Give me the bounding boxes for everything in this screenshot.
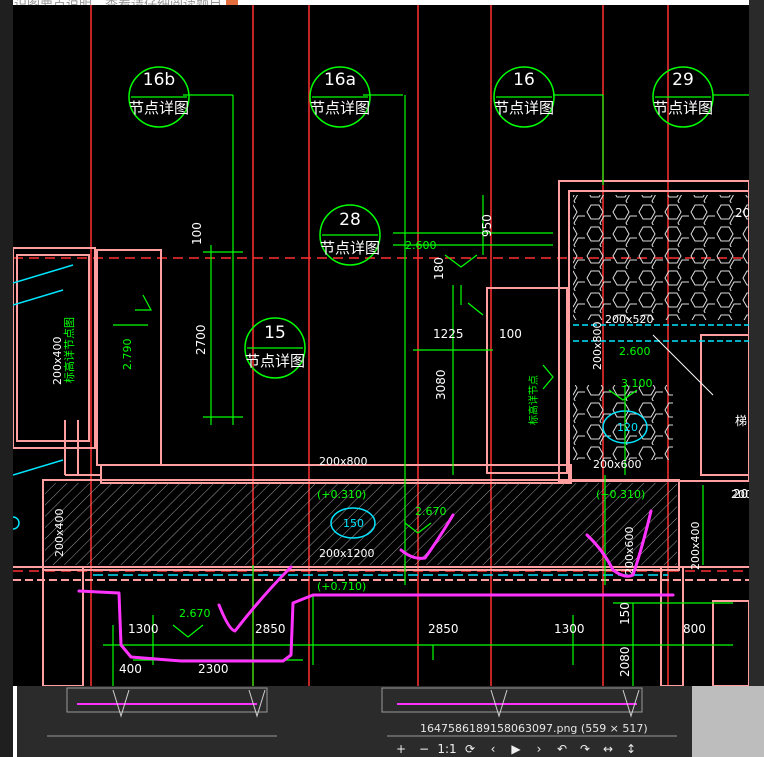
svg-text:(+0.710): (+0.710) — [317, 580, 366, 593]
svg-text:1300: 1300 — [554, 622, 585, 636]
svg-text:节点详图: 节点详图 — [245, 352, 305, 370]
cad-drawing-image[interactable]: 标高详节点图 标高详节点 16b 节点详图 16a 节点详图 — [13, 5, 749, 686]
svg-text:2.670: 2.670 — [179, 607, 211, 620]
svg-text:16a: 16a — [324, 70, 356, 90]
vertical-note-2: 标高详节点 — [527, 375, 540, 425]
svg-text:节点详图: 节点详图 — [320, 239, 380, 257]
svg-text:(+0.310): (+0.310) — [596, 488, 645, 501]
redo-button[interactable]: ↷ — [579, 741, 591, 756]
svg-text:200x520: 200x520 — [605, 313, 654, 326]
svg-text:梯: 梯 — [735, 414, 747, 428]
zoom-out-button[interactable]: − — [418, 741, 430, 756]
svg-text:节点详图: 节点详图 — [494, 99, 554, 117]
svg-text:2850: 2850 — [255, 622, 286, 636]
svg-text:2850: 2850 — [428, 622, 459, 636]
hex-fill-area-2 — [573, 385, 673, 460]
svg-text:2.670: 2.670 — [415, 505, 447, 518]
cad-drawing-svg: 标高详节点图 标高详节点 16b 节点详图 16a 节点详图 — [13, 5, 749, 686]
svg-text:28: 28 — [339, 210, 361, 230]
callout-16a: 16a 节点详图 — [309, 66, 371, 128]
image-filename: 1647586189158063097.png (559 × 517) — [420, 722, 648, 735]
elevation-labels: 2.600 2.790 3.100 (+0.310) (+0.310) (+0.… — [121, 239, 653, 620]
svg-text:400: 400 — [119, 662, 142, 676]
svg-text:节点详图: 节点详图 — [310, 99, 370, 117]
callout-29: 29 节点详图 — [652, 66, 714, 128]
svg-text:100: 100 — [499, 327, 522, 341]
prev-button[interactable]: ‹ — [490, 741, 496, 756]
svg-text:150: 150 — [343, 517, 364, 530]
diagonal-line — [652, 334, 714, 396]
hex-fill-area — [573, 195, 749, 320]
play-button[interactable]: ▶ — [511, 741, 521, 756]
beam-labels: 200x800 200x1200 200x600 200x400 200x400… — [51, 313, 749, 575]
hatched-beam — [45, 483, 677, 565]
svg-text:180: 180 — [432, 257, 446, 280]
svg-text:2.600: 2.600 — [619, 345, 651, 358]
next-button[interactable]: › — [536, 741, 542, 756]
svg-text:200x600: 200x600 — [623, 526, 636, 575]
magenta-annotations — [77, 509, 675, 663]
actual-size-button[interactable]: 1:1 — [437, 741, 457, 756]
callout-16: 16 节点详图 — [493, 66, 555, 128]
svg-text:15: 15 — [264, 323, 286, 343]
wall-outlines — [13, 180, 749, 686]
circle-mark-labels: 150 120 — [343, 421, 638, 530]
green-vertical-notes: 标高详节点图 标高详节点 — [62, 317, 540, 425]
rotate-button[interactable]: ⟳ — [464, 741, 476, 756]
svg-text:800: 800 — [683, 622, 706, 636]
svg-text:2080: 2080 — [618, 646, 632, 677]
svg-text:200x600: 200x600 — [593, 458, 642, 471]
preview-strip — [17, 686, 692, 757]
fit-height-button[interactable]: ↕ — [625, 741, 637, 756]
svg-text:950: 950 — [480, 214, 494, 237]
svg-text:29: 29 — [672, 70, 694, 90]
callout-15: 15 节点详图 — [244, 317, 306, 379]
svg-text:3.100: 3.100 — [621, 377, 653, 390]
vertical-note-1: 标高详节点图 — [62, 317, 76, 383]
svg-text:节点详图: 节点详图 — [653, 99, 713, 117]
svg-text:120: 120 — [617, 421, 638, 434]
detail-callouts: 16b 节点详图 16a 节点详图 16 节点详图 — [128, 66, 714, 379]
cyan-lines — [13, 264, 749, 576]
svg-text:200x800: 200x800 — [319, 455, 368, 468]
svg-text:200x400: 200x400 — [53, 508, 66, 557]
dimension-texts: 100 2700 950 180 1225 100 3080 1300 2850… — [119, 214, 706, 677]
svg-text:2700: 2700 — [194, 324, 208, 355]
viewer-toolbar: + − 1:1 ⟳ ‹ ▶ › ↶ ↷ ↔ ↕ — [392, 740, 692, 757]
green-dimension-lines — [103, 94, 749, 686]
svg-text:200: 200 — [731, 488, 749, 501]
edge-labels: 20 20 梯 — [733, 206, 749, 501]
preview-strip-svg — [47, 687, 677, 737]
svg-text:20: 20 — [733, 487, 748, 501]
fit-width-button[interactable]: ↔ — [602, 741, 614, 756]
viewer-left-border — [0, 0, 13, 757]
callout-16b: 16b 节点详图 — [128, 66, 190, 128]
svg-text:200x1200: 200x1200 — [319, 547, 375, 560]
undo-button[interactable]: ↶ — [556, 741, 568, 756]
svg-text:2.600: 2.600 — [405, 239, 437, 252]
svg-text:(+0.310): (+0.310) — [317, 488, 366, 501]
svg-text:200x400: 200x400 — [689, 521, 702, 570]
svg-text:2300: 2300 — [198, 662, 229, 676]
svg-text:1225: 1225 — [433, 327, 464, 341]
viewer-gray-area — [692, 686, 764, 757]
svg-text:2.790: 2.790 — [121, 339, 134, 371]
viewer-right-border — [749, 0, 764, 757]
callout-28: 28 节点详图 — [319, 204, 381, 266]
svg-text:150: 150 — [618, 602, 632, 625]
svg-text:3080: 3080 — [434, 369, 448, 400]
svg-text:16: 16 — [513, 70, 535, 90]
zoom-in-button[interactable]: + — [395, 741, 407, 756]
svg-text:1300: 1300 — [128, 622, 159, 636]
svg-text:16b: 16b — [143, 70, 175, 90]
svg-text:200x400: 200x400 — [51, 336, 64, 385]
svg-text:100: 100 — [190, 222, 204, 245]
svg-text:200x800: 200x800 — [591, 321, 604, 370]
svg-text:20: 20 — [735, 206, 749, 220]
svg-text:节点详图: 节点详图 — [129, 99, 189, 117]
